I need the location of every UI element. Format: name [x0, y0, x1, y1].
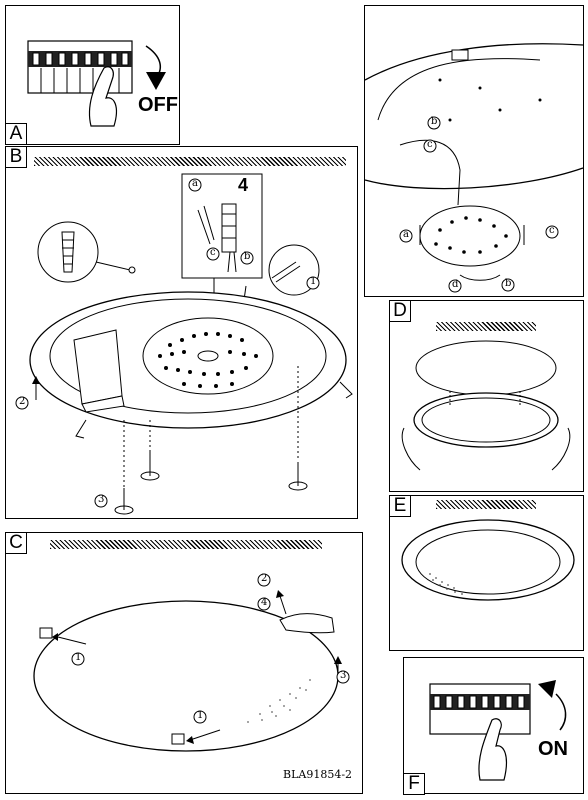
footer-code: BLA91854-2	[283, 768, 353, 781]
callout-2: 2	[19, 396, 26, 407]
connector-block-icon	[197, 203, 237, 273]
c-callout-1a: 1	[75, 652, 82, 663]
c-callout-2: 2	[261, 573, 268, 584]
panel-a-tag: A	[5, 123, 27, 145]
panel-b-tag: B	[5, 146, 27, 168]
wall-plug-icon	[61, 231, 75, 273]
c-callout-4: 4	[261, 597, 268, 608]
rotation-arrow-icon	[555, 693, 567, 731]
hand-icon	[478, 718, 508, 781]
circuit-breaker-icon	[429, 683, 531, 735]
panel-e-hatch	[436, 500, 536, 509]
step-number: 4	[238, 175, 249, 195]
panel-c-tag: C	[5, 532, 27, 554]
screw-label-d: d	[452, 279, 459, 290]
panel-d-tag: D	[389, 300, 411, 322]
callout-3: 3	[98, 494, 105, 505]
callout-1: 1	[310, 276, 317, 287]
screw-label-b2: b	[505, 278, 512, 289]
screw-icon	[114, 450, 308, 515]
screw-label-a: a	[403, 229, 409, 240]
screw-label-c: c	[549, 225, 555, 236]
panel-e-tag: E	[389, 495, 411, 517]
hand-icon	[279, 613, 335, 634]
panel-a: OFF	[5, 5, 180, 145]
wire-label-b: b	[244, 251, 251, 262]
c-callout-3: 3	[340, 670, 347, 681]
screw-label-b: b	[431, 116, 438, 127]
c-callout-1b: 1	[197, 710, 204, 721]
hand-icon	[88, 66, 118, 127]
off-label: OFF	[138, 94, 178, 116]
panel-c-hatch	[50, 540, 322, 549]
ceiling-hatch	[34, 157, 346, 166]
wire-label-c: c	[210, 247, 216, 258]
on-label: ON	[538, 738, 568, 760]
circuit-breaker-icon	[27, 40, 166, 127]
panel-f-tag: F	[403, 773, 425, 795]
wire-label-a: a	[192, 178, 198, 189]
screw-label-c2: c	[427, 139, 433, 150]
panel-d-hatch	[436, 322, 536, 331]
